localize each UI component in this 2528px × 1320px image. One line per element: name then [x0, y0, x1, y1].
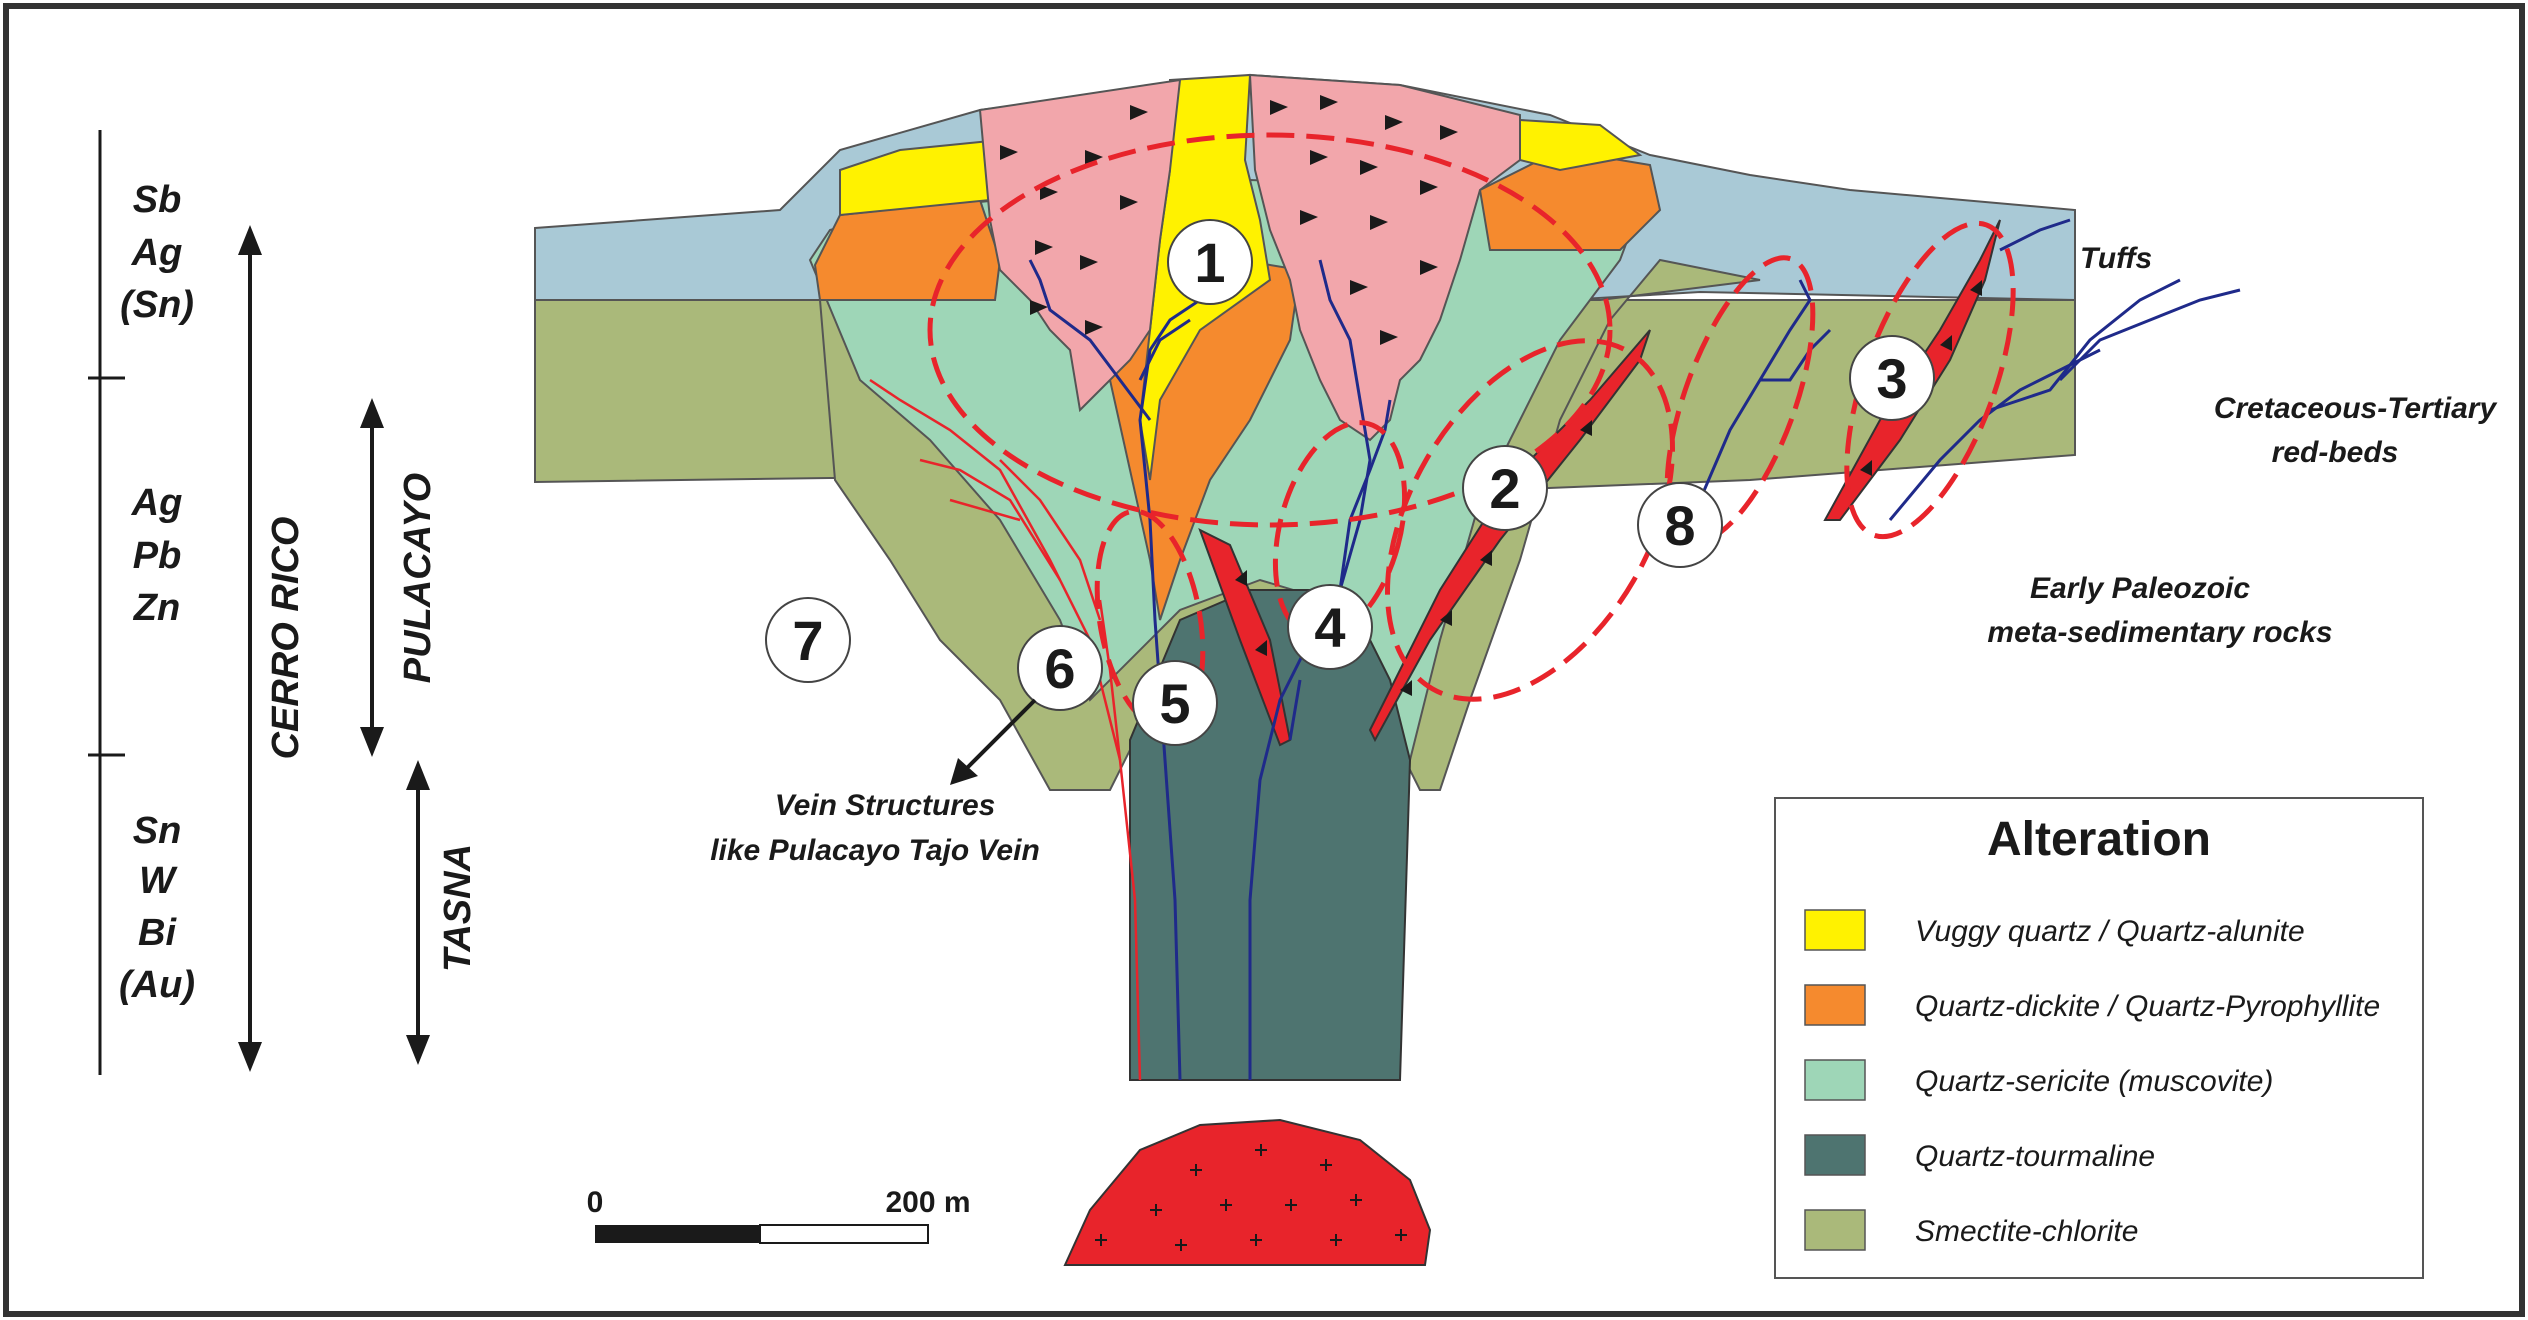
svg-text:1: 1: [1194, 231, 1225, 294]
zone-upper-2: Ag: [131, 232, 183, 274]
marker-6: 6: [1018, 626, 1102, 710]
legend-label: Vuggy quartz / Quartz-alunite: [1915, 915, 2305, 948]
legend-label: Quartz-sericite (muscovite): [1915, 1065, 2273, 1098]
marker-8: 8: [1638, 483, 1722, 567]
legend-label: Quartz-dickite / Quartz-Pyrophyllite: [1915, 990, 2380, 1023]
label-vein-1: Vein Structures: [775, 789, 996, 822]
legend-swatch: [1805, 1060, 1865, 1100]
svg-text:6: 6: [1044, 637, 1075, 700]
zone-middle-2: Pb: [133, 535, 182, 577]
marker-4: 4: [1288, 585, 1372, 669]
svg-text:4: 4: [1314, 596, 1345, 659]
svg-text:7: 7: [792, 609, 823, 672]
label-paleozoic-2: meta-sedimentary rocks: [1987, 616, 2332, 649]
svg-text:5: 5: [1159, 672, 1190, 735]
marker-3: 3: [1850, 336, 1934, 420]
legend-item: Quartz-tourmaline: [1805, 1135, 2155, 1175]
legend-label: Smectite-chlorite: [1915, 1215, 2138, 1248]
svg-text:8: 8: [1664, 494, 1695, 557]
zone-lower-1: Sn: [133, 810, 182, 852]
legend-label: Quartz-tourmaline: [1915, 1140, 2155, 1173]
scale-end: 200 m: [885, 1186, 970, 1219]
legend-item: Smectite-chlorite: [1805, 1210, 2138, 1250]
label-cerro-rico: CERRO RICO: [265, 517, 307, 760]
legend-title: Alteration: [1987, 813, 2211, 866]
zone-lower-3: Bi: [138, 912, 177, 954]
zone-middle-3: Zn: [133, 587, 180, 629]
label-redbeds-2: red-beds: [2272, 436, 2399, 469]
marker-2: 2: [1463, 446, 1547, 530]
zone-upper-3: (Sn): [120, 284, 194, 326]
label-redbeds-1: Cretaceous-Tertiary: [2214, 392, 2498, 425]
svg-text:3: 3: [1876, 347, 1907, 410]
label-tasna: TASNA: [437, 844, 479, 972]
marker-5: 5: [1133, 661, 1217, 745]
label-tuffs: Tuffs: [2080, 242, 2152, 275]
legend-swatch: [1805, 985, 1865, 1025]
zone-upper-1: Sb: [133, 179, 182, 221]
svg-text:2: 2: [1489, 457, 1520, 520]
marker-7: 7: [766, 598, 850, 682]
label-vein-2: like Pulacayo Tajo Vein: [710, 834, 1040, 867]
label-pulacayo: PULACAYO: [397, 473, 439, 683]
legend-swatch: [1805, 1135, 1865, 1175]
marker-1: 1: [1168, 220, 1252, 304]
zone-lower-2: W: [139, 860, 178, 902]
zone-middle-1: Ag: [131, 482, 183, 524]
legend-swatch: [1805, 1210, 1865, 1250]
scale-start: 0: [587, 1186, 604, 1219]
legend-swatch: [1805, 910, 1865, 950]
label-paleozoic-1: Early Paleozoic: [2030, 572, 2250, 605]
zone-lower-4: (Au): [119, 964, 195, 1006]
legend: Alteration Vuggy quartz / Quartz-alunite…: [1775, 798, 2423, 1278]
